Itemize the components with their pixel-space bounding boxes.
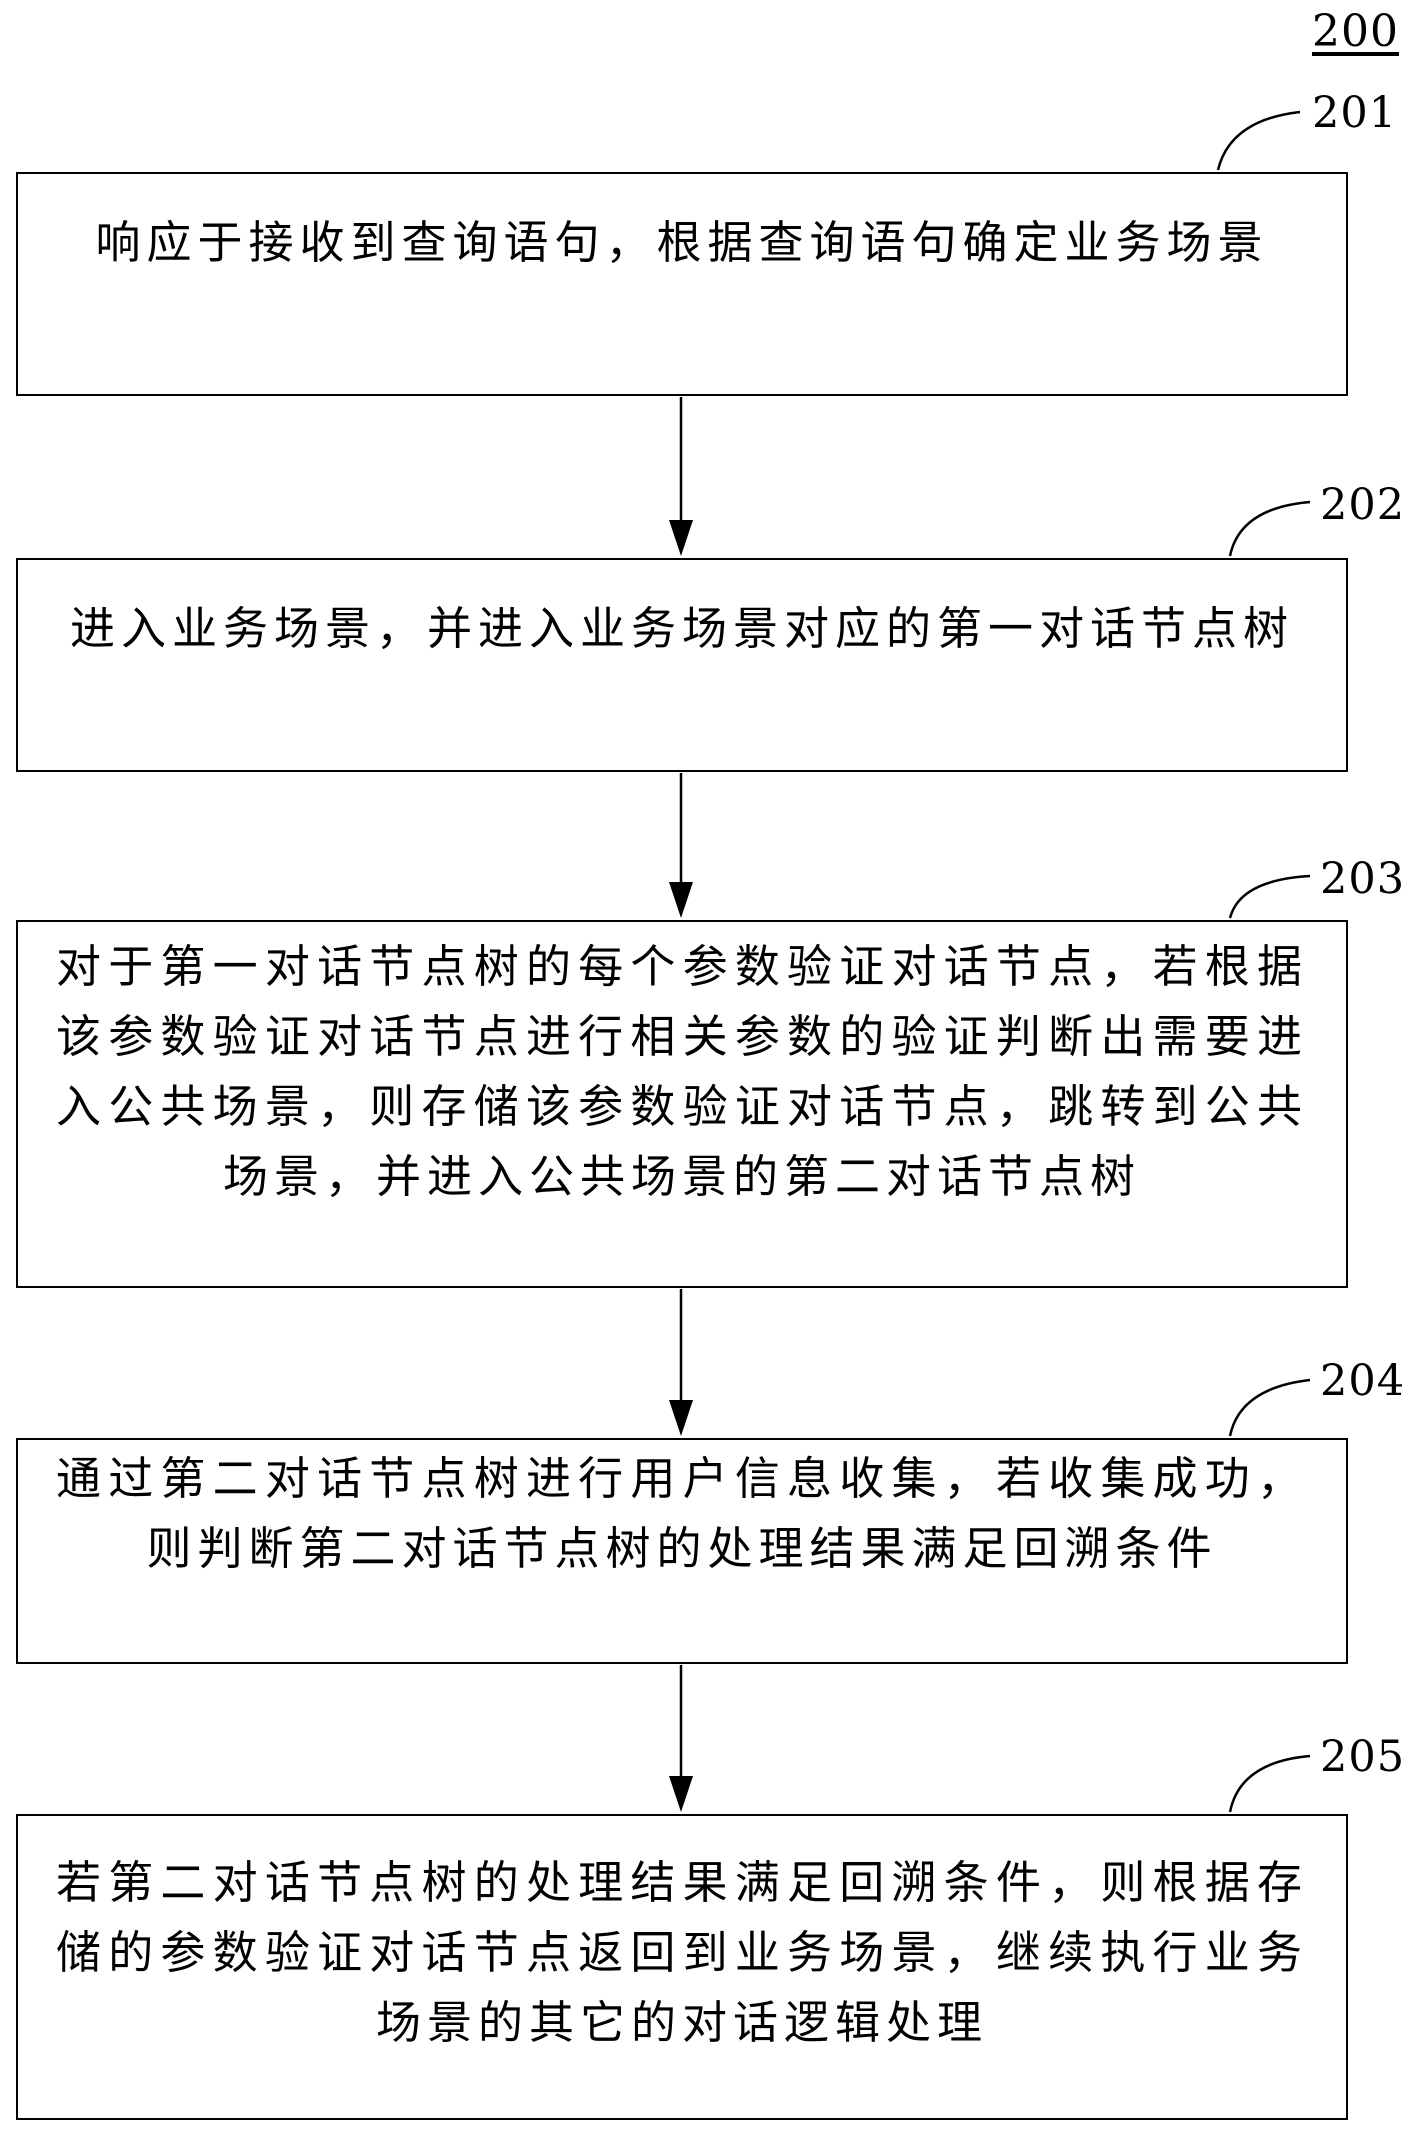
step-text-204: 通过第二对话节点树进行用户信息收集，若收集成功，则判断第二对话节点树的处理结果满… bbox=[56, 1452, 1308, 1575]
leader-line-202 bbox=[1228, 500, 1311, 557]
step-text-205: 若第二对话节点树的处理结果满足回溯条件，则根据存储的参数验证对话节点返回到业务场… bbox=[56, 1856, 1308, 2049]
arrow-202-203 bbox=[669, 773, 693, 918]
step-label-202: 202 bbox=[1320, 480, 1406, 530]
arrow-201-202 bbox=[669, 397, 693, 556]
step-box-201: 响应于接收到查询语句，根据查询语句确定业务场景 bbox=[16, 172, 1348, 396]
step-box-203: 对于第一对话节点树的每个参数验证对话节点，若根据该参数验证对话节点进行相关参数的… bbox=[16, 920, 1348, 1288]
step-text-201: 响应于接收到查询语句，根据查询语句确定业务场景 bbox=[95, 216, 1269, 269]
figure-number: 200 bbox=[1312, 6, 1399, 57]
step-text-202: 进入业务场景，并进入业务场景对应的第一对话节点树 bbox=[69, 602, 1294, 655]
leader-line-204 bbox=[1228, 1378, 1311, 1437]
step-text-203: 对于第一对话节点树的每个参数验证对话节点，若根据该参数验证对话节点进行相关参数的… bbox=[56, 940, 1308, 1203]
step-box-204: 通过第二对话节点树进行用户信息收集，若收集成功，则判断第二对话节点树的处理结果满… bbox=[16, 1438, 1348, 1664]
step-box-205: 若第二对话节点树的处理结果满足回溯条件，则根据存储的参数验证对话节点返回到业务场… bbox=[16, 1814, 1348, 2120]
step-label-205: 205 bbox=[1320, 1732, 1406, 1782]
leader-line-203 bbox=[1228, 874, 1311, 919]
step-label-201: 201 bbox=[1312, 88, 1398, 138]
leader-line-205 bbox=[1228, 1754, 1311, 1813]
step-box-202: 进入业务场景，并进入业务场景对应的第一对话节点树 bbox=[16, 558, 1348, 772]
step-label-204: 204 bbox=[1320, 1356, 1406, 1406]
leader-line-201 bbox=[1216, 110, 1301, 171]
arrow-204-205 bbox=[669, 1665, 693, 1812]
arrow-203-204 bbox=[669, 1289, 693, 1436]
step-label-203: 203 bbox=[1320, 854, 1406, 904]
